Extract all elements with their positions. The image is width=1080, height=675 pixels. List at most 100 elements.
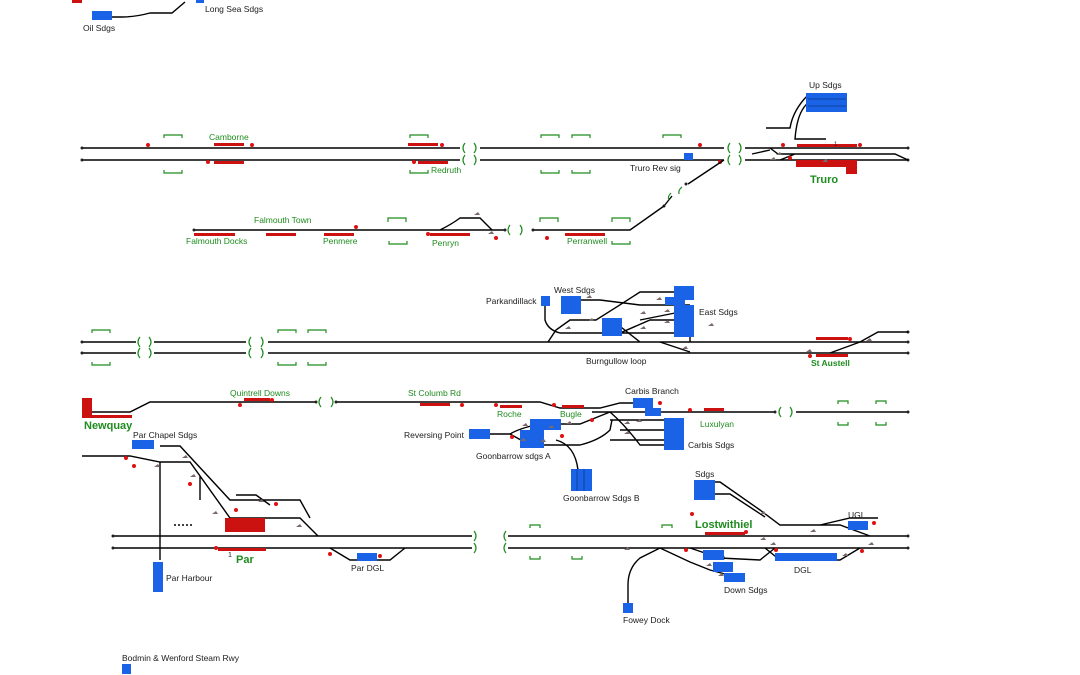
par-newquay-connection [82, 445, 319, 537]
newquay-bay [82, 398, 92, 418]
siding-block[interactable] [684, 153, 693, 160]
fowey-branch [627, 547, 661, 604]
up-sidings-block[interactable] [806, 93, 847, 112]
st-austell-label: St Austell [811, 358, 850, 368]
newquay-branch [92, 401, 316, 413]
burngullow-loop-label: Burngullow loop [586, 356, 647, 366]
platform-edge [540, 134, 560, 174]
sdgs-label: Sdgs [695, 469, 714, 479]
row-st-austell: Parkandillack West Sdgs East Sdgs Burngu… [80, 285, 910, 368]
ugl-block[interactable] [848, 521, 868, 530]
par-platform [218, 548, 266, 551]
falmouth-branch [663, 159, 725, 207]
goonbarrow-sdgs-a-label: Goonbarrow sdgs A [476, 451, 551, 461]
redruth-platform [418, 161, 448, 164]
siding-block[interactable] [196, 0, 204, 3]
st-columb-rd-label: St Columb Rd [408, 388, 461, 398]
truro-bay [846, 160, 857, 174]
fowey-dock-block[interactable] [623, 603, 633, 613]
camborne-platform [214, 143, 244, 146]
par-harbour-block[interactable] [153, 562, 163, 592]
lostwithiel-label: Lostwithiel [695, 519, 752, 531]
section-break [248, 336, 264, 359]
signal[interactable] [206, 160, 210, 164]
oil-sidings-block[interactable] [92, 11, 112, 20]
section-break [507, 224, 523, 236]
par-dgl-block[interactable] [357, 553, 377, 561]
carbis-branch-block[interactable] [633, 398, 653, 408]
down-sidings-block[interactable] [703, 550, 724, 560]
row-falmouth: Falmouth Town Falmouth Docks Penmere Pen… [186, 205, 665, 248]
carbis-sdgs-label: Carbis Sdgs [688, 440, 734, 450]
east-sidings-block[interactable] [674, 286, 694, 300]
par-harbour-label: Par Harbour [166, 573, 212, 583]
west-sidings-block[interactable] [561, 296, 581, 314]
svg-text:1: 1 [228, 552, 232, 559]
up-sdgs-label: Up Sdgs [809, 80, 842, 90]
section-break [667, 186, 683, 201]
row-truro: Camborne Redruth Truro Rev sig Up Sdgs 1… [80, 80, 910, 208]
goonbarrow-b-block[interactable] [571, 469, 592, 491]
truro-loop [751, 147, 909, 161]
points[interactable] [474, 212, 494, 234]
redruth-label: Redruth [431, 165, 462, 175]
penmere-label: Penmere [323, 236, 358, 246]
down-sdgs-label: Down Sdgs [724, 585, 767, 595]
reversing-point-block[interactable] [469, 429, 490, 439]
par-siding [236, 494, 271, 506]
platform [72, 0, 82, 3]
main-line-mid [480, 147, 724, 161]
roche-label: Roche [497, 409, 522, 419]
bodmin-label: Bodmin & Wenford Steam Rwy [122, 653, 240, 663]
camborne-platform [214, 161, 244, 164]
main-line [82, 341, 246, 354]
track [112, 1, 186, 18]
bodmin-block[interactable] [122, 664, 131, 674]
signal[interactable] [412, 160, 416, 164]
parkandillack-block[interactable] [541, 296, 550, 306]
newquay-platform [92, 415, 132, 418]
reversing-point-label: Reversing Point [404, 430, 465, 440]
parkandillack-label: Parkandillack [486, 296, 537, 306]
quintrell-downs-label: Quintrell Downs [230, 388, 290, 398]
signal[interactable] [250, 143, 254, 147]
row-par: Par Chapel Sdgs Par Harbour 1 Par Par DG… [82, 430, 910, 625]
main-line-lostwithiel [508, 535, 908, 549]
lostwithiel-platform [705, 532, 745, 535]
carbis-sidings-block[interactable] [664, 418, 684, 450]
goonbarrow-a-block[interactable] [530, 419, 561, 430]
falmouth-docks-label: Falmouth Docks [186, 236, 247, 246]
signal[interactable] [698, 143, 702, 147]
carbis-sidings-tracks [609, 411, 665, 446]
platform-edge [163, 134, 183, 174]
platform-edge [662, 134, 682, 138]
signal[interactable] [440, 143, 444, 147]
section-break [778, 406, 793, 418]
oil-sdgs-label: Oil Sdgs [83, 23, 115, 33]
west-sdgs-label: West Sdgs [554, 285, 595, 295]
siding-block[interactable] [602, 318, 622, 336]
section-break [318, 396, 334, 408]
par-label: Par [236, 554, 254, 566]
row-newquay: Newquay Quintrell Downs St Columb Rd Roc… [82, 386, 910, 503]
perranwell-label: Perranwell [567, 236, 607, 246]
platform-edge [571, 134, 591, 174]
bugle-label: Bugle [560, 409, 582, 419]
main-line-par [113, 535, 472, 549]
falmouth-line [533, 205, 665, 231]
st-austell-loop [829, 331, 908, 354]
dgl-block[interactable] [775, 553, 837, 561]
west-east-sidings [570, 299, 691, 353]
ugl-label: UGL [848, 510, 866, 520]
par-chapel-sidings-block[interactable] [132, 440, 154, 449]
signal[interactable] [146, 143, 150, 147]
section-break [727, 142, 742, 166]
section-break [473, 530, 507, 554]
main-line-west [82, 147, 460, 161]
newquay-label: Newquay [84, 420, 133, 432]
dgl-label: DGL [794, 565, 812, 575]
goonbarrow-sdgs-b-label: Goonbarrow Sdgs B [563, 493, 640, 503]
row-bodmin: Bodmin & Wenford Steam Rwy [122, 653, 240, 674]
sdgs-block[interactable] [694, 480, 715, 500]
